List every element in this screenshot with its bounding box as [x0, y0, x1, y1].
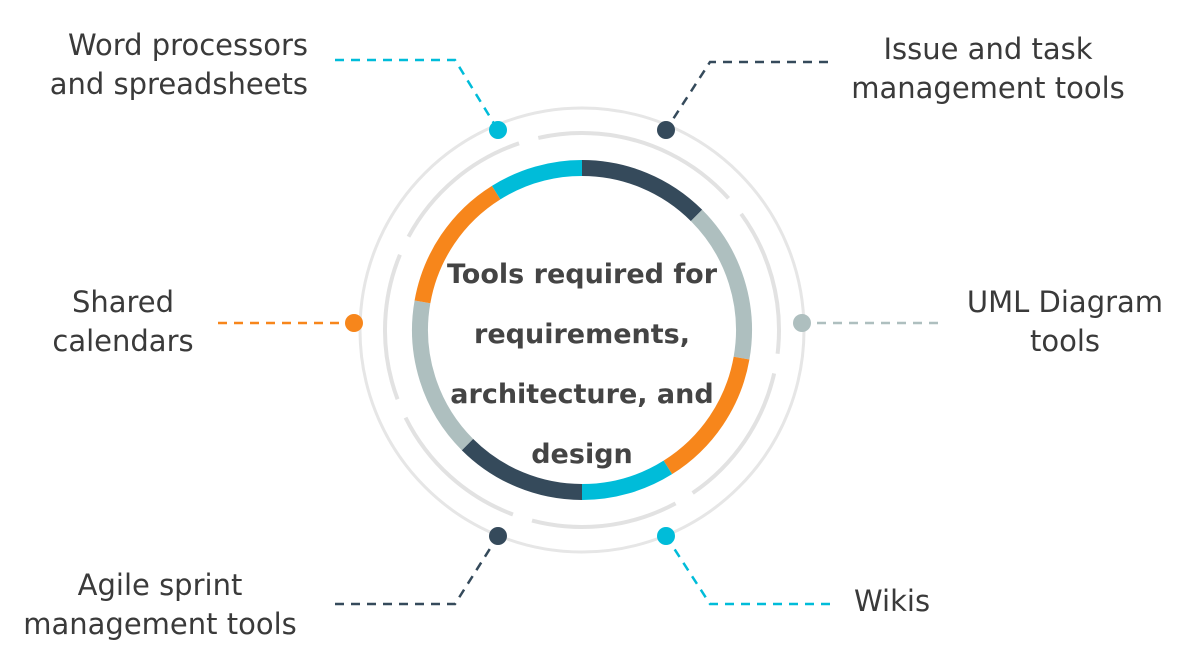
- label-calendars-line-2: calendars: [52, 324, 194, 358]
- segment-orange-left: [414, 185, 501, 304]
- dot-word-processors: [489, 121, 507, 139]
- label-issue-task-line-2: management tools: [851, 71, 1125, 105]
- label-wikis-line-1: Wikis: [854, 584, 931, 618]
- label-agile: Agile sprint management tools: [10, 566, 310, 644]
- center-title-line-2: requirements,: [474, 319, 690, 350]
- label-calendars: Shared calendars: [30, 283, 216, 361]
- segment-cyan-bottom: [581, 460, 673, 500]
- center-title-line-4: design: [531, 439, 633, 470]
- label-agile-line-2: management tools: [23, 607, 297, 641]
- connectors: [218, 58, 938, 606]
- label-wikis: Wikis: [854, 582, 974, 621]
- label-word-processors-line-2: and spreadsheets: [49, 67, 308, 101]
- segment-grey-left: [412, 300, 474, 451]
- center-title: Tools required for requirements, archite…: [432, 245, 732, 485]
- segment-cyan-top: [491, 160, 583, 200]
- dot-uml: [793, 314, 811, 332]
- label-calendars-line-1: Shared: [71, 285, 175, 319]
- dot-wikis: [657, 527, 675, 545]
- label-uml-line-2: tools: [1029, 324, 1101, 358]
- label-uml: UML Diagram tools: [950, 283, 1180, 361]
- middle-dashed-ring: [383, 131, 781, 529]
- connector-issue-task: [664, 60, 828, 131]
- dot-calendars: [345, 314, 363, 332]
- segment-navy-top: [581, 160, 703, 222]
- connector-wikis: [664, 535, 830, 606]
- label-word-processors-line-1: Word processors: [68, 28, 308, 62]
- center-title-line-1: Tools required for: [446, 259, 718, 290]
- segment-grey-right: [690, 209, 752, 360]
- label-issue-task: Issue and task management tools: [840, 30, 1136, 108]
- segment-navy-bottom: [461, 438, 583, 500]
- dot-issue-task: [657, 121, 675, 139]
- label-agile-line-1: Agile sprint: [77, 568, 243, 602]
- connector-agile: [335, 535, 500, 606]
- dot-agile: [489, 527, 507, 545]
- segment-orange-right: [663, 356, 750, 475]
- center-title-line-3: architecture, and: [450, 379, 714, 410]
- label-uml-line-1: UML Diagram: [966, 285, 1164, 319]
- label-word-processors: Word processors and spreadsheets: [30, 26, 308, 104]
- segment-ring: [412, 160, 752, 500]
- connector-word-processors: [335, 58, 500, 131]
- label-issue-task-line-1: Issue and task: [883, 32, 1093, 66]
